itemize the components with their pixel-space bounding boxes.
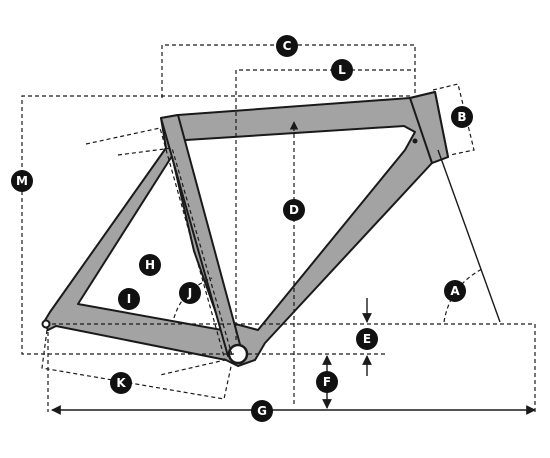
dim-a-arc [443,267,485,323]
badge-k-label: K [116,376,126,390]
badge-j: J [179,282,201,304]
badge-i: I [118,288,140,310]
badge-m: M [11,170,33,192]
rear-dropout [41,319,51,329]
badge-c: C [276,35,298,57]
badge-f-label: F [323,375,331,389]
badge-e: E [356,328,378,350]
badge-g-label: G [257,404,267,418]
badge-l-label: L [338,63,346,77]
frame-silhouette [43,91,449,367]
dim-h-line [85,127,226,376]
badge-h: H [139,254,161,276]
badge-m-label: M [16,174,28,188]
dim-j-arc [173,277,213,319]
dim-i-line [117,147,233,356]
dimension-lines [21,44,536,415]
badge-a: A [444,280,466,302]
badge-l: L [331,59,353,81]
badge-g: G [251,400,273,422]
badge-c-label: C [283,39,292,53]
dim-l-line [235,69,415,340]
head-tube [409,91,449,164]
bottom-bracket [227,343,249,365]
badge-h-label: H [145,258,155,272]
badge-b-label: B [457,110,466,124]
head-tube-dot [412,138,418,144]
badge-i-label: I [127,292,131,306]
badge-a-label: A [450,284,460,298]
badge-d: D [283,199,305,221]
dim-k-line [41,329,233,400]
bike-frame [41,91,449,367]
badge-d-label: D [289,203,299,217]
badge-k: K [110,372,132,394]
badge-j-label: J [187,286,192,300]
badge-e-label: E [363,332,371,346]
badge-f: F [316,371,338,393]
badge-b: B [451,106,473,128]
dim-m-line [21,95,410,355]
dim-a-steer [437,149,501,323]
